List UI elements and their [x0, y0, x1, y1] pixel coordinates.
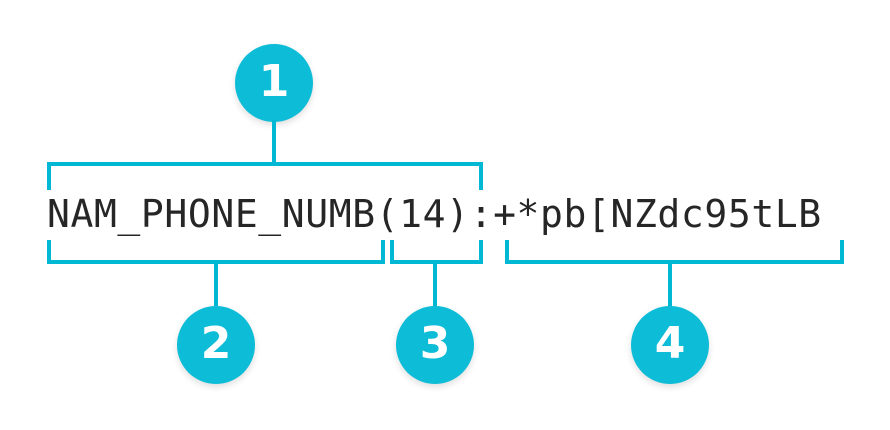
- callout-stem-4: [668, 262, 672, 306]
- callout-badge-3[interactable]: 3: [396, 306, 474, 384]
- bracket-segment-3: [390, 240, 483, 264]
- callout-badge-2-label: 2: [200, 318, 232, 369]
- callout-badge-4[interactable]: 4: [631, 306, 709, 384]
- annotated-string: NAM_PHONE_NUMB(14):+*pb[NZdc95tLB: [47, 192, 822, 236]
- bracket-segment-1: [47, 162, 483, 190]
- callout-badge-1[interactable]: 1: [235, 44, 313, 122]
- callout-stem-3: [433, 262, 437, 306]
- callout-badge-4-label: 4: [654, 318, 686, 369]
- callout-badge-1-label: 1: [258, 56, 290, 107]
- callout-badge-2[interactable]: 2: [177, 306, 255, 384]
- callout-stem-2: [214, 262, 218, 306]
- bracket-segment-4: [505, 240, 844, 264]
- callout-stem-1: [272, 120, 276, 164]
- callout-badge-3-label: 3: [419, 318, 451, 369]
- bracket-segment-2: [47, 240, 385, 264]
